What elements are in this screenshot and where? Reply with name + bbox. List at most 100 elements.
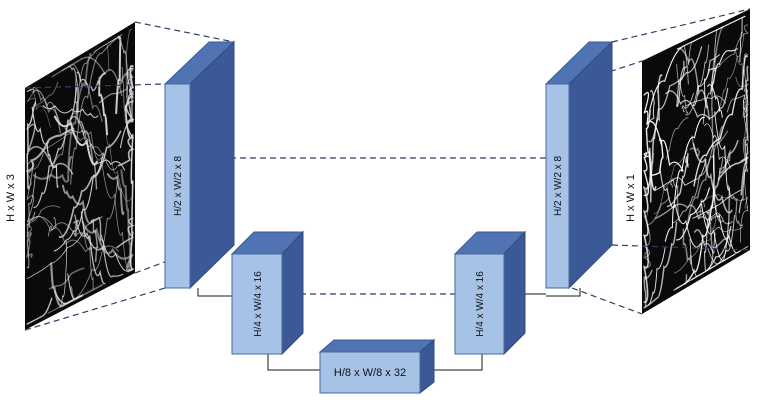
image-fiber [70, 284, 104, 300]
image-fiber [106, 173, 125, 216]
mask-fiber [649, 15, 746, 112]
mask-fiber [643, 269, 653, 308]
mask-fiber [713, 226, 743, 233]
image-fiber [42, 105, 99, 118]
mask-fiber [676, 47, 711, 121]
mask-fiber [665, 87, 729, 120]
decoder-block-1: H/2 x W/2 x 8 [544, 40, 614, 290]
image-fiber [26, 216, 103, 279]
mask-fiber [703, 193, 749, 209]
mask-fiber [703, 54, 721, 109]
image-fiber [25, 232, 33, 259]
image-fiber [26, 127, 75, 173]
image-fiber [53, 154, 104, 252]
image-fiber [26, 88, 61, 134]
image-fiber [58, 130, 122, 238]
image-fiber [125, 28, 132, 99]
encoder-block-1: H/2 x W/2 x 8 [163, 40, 236, 290]
image-fiber [26, 297, 53, 325]
mask-fiber [706, 139, 739, 214]
image-fiber [104, 119, 133, 202]
mask-fiber [683, 154, 715, 285]
mask-fiber [738, 143, 749, 214]
mask-fiber [735, 50, 749, 146]
mask-fiber [714, 111, 730, 262]
mask-fiber [719, 150, 731, 174]
mask-fiber [643, 91, 684, 172]
image-fiber [32, 155, 73, 183]
mask-fiber [653, 149, 688, 214]
image-fiber [118, 71, 134, 123]
encoder-block-1-label: H/2 x W/2 x 8 [173, 156, 184, 216]
decoder-block-1-label: H/2 x W/2 x 8 [553, 156, 564, 216]
image-fiber [62, 273, 79, 306]
mask-fiber [685, 44, 709, 116]
image-fiber [61, 56, 123, 97]
input-dimension-label: H x W x 3 [5, 174, 17, 222]
image-fiber [48, 217, 57, 237]
image-fiber [33, 86, 78, 209]
mask-fiber [676, 64, 689, 114]
image-fiber [48, 35, 121, 181]
mask-fiber [643, 152, 650, 197]
mask-fiber [673, 204, 718, 274]
encoder-block-2-label: H/4 x W/4 x 16 [253, 271, 264, 337]
decoder-block-2-label: H/4 x W/4 x 16 [475, 271, 486, 337]
mask-fiber [707, 84, 723, 118]
image-fiber [26, 101, 37, 190]
output-mask-image [642, 9, 750, 314]
encoder-block-2: H/4 x W/4 x 16 [230, 230, 305, 356]
mask-fiber [648, 46, 703, 143]
image-fiber [26, 123, 74, 175]
mask-fiber [707, 232, 716, 271]
bottleneck-block: H/8 x W/8 x 32 [318, 338, 436, 395]
output-dimension-label: H x W x 1 [625, 174, 637, 222]
mask-fiber [664, 116, 705, 242]
mask-fiber [682, 228, 692, 265]
mask-fiber [681, 93, 694, 113]
image-fiber [26, 81, 59, 107]
image-fiber [70, 34, 123, 185]
image-fiber [121, 66, 126, 124]
mask-fiber [707, 24, 749, 71]
image-fiber [82, 225, 94, 291]
mask-fiber [666, 117, 689, 160]
image-fiber [26, 205, 61, 233]
image-fiber [90, 216, 106, 251]
mask-fiber [666, 152, 689, 208]
mask-fiber [643, 152, 655, 256]
image-fiber [93, 159, 126, 171]
mask-fiber [693, 54, 748, 187]
mask-fiber [740, 65, 749, 196]
image-fiber [53, 115, 98, 166]
image-fiber [68, 65, 79, 113]
mask-fiber [670, 178, 681, 222]
image-fiber [41, 133, 102, 154]
image-fiber [61, 184, 93, 225]
image-fiber [124, 104, 134, 272]
image-fiber [120, 169, 132, 273]
mask-fiber [672, 130, 728, 224]
mask-fiber [655, 203, 712, 225]
mask-fiber [689, 238, 702, 277]
mask-fiber [714, 33, 745, 113]
mask-fiber [702, 26, 724, 125]
mask-fiber [645, 109, 657, 191]
mask-fiber [693, 229, 731, 251]
mask-fiber [642, 147, 652, 303]
image-fiber [98, 67, 135, 104]
bottleneck-block-label: H/8 x W/8 x 32 [334, 367, 406, 379]
mask-fiber [642, 196, 671, 270]
mask-fiber [726, 94, 749, 117]
input-image [25, 22, 135, 330]
image-fiber [69, 115, 98, 190]
mask-fiber [654, 159, 707, 192]
mask-fiber [739, 16, 745, 63]
image-fiber [117, 100, 135, 167]
mask-fiber [692, 143, 733, 214]
decoder-block-2: H/4 x W/4 x 16 [453, 230, 527, 356]
mask-fiber [710, 214, 733, 225]
mask-fiber [648, 247, 666, 306]
image-fiber [98, 72, 109, 136]
